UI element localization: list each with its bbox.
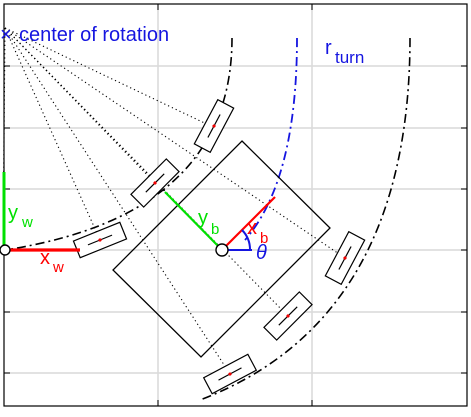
wheel-3-center: [98, 238, 102, 242]
ray-wheel-1: [4, 27, 216, 129]
body-x-axis: [221, 196, 276, 251]
axes-box: [3, 3, 468, 407]
y-w-subscript: w: [21, 214, 33, 231]
wheel-1-center: [212, 124, 216, 128]
body-y-axis: [164, 191, 223, 251]
x-b-label: x: [247, 217, 257, 239]
r-turn-label: r: [325, 37, 332, 59]
center-of-rotation-label: center of rotation: [19, 24, 169, 46]
x-w-label: x: [40, 247, 50, 269]
wheel-4: [324, 230, 366, 286]
grid: [4, 4, 467, 406]
labels: × center of rotation r turn y w x w y b …: [0, 24, 364, 276]
vehicle-body: [112, 140, 331, 358]
world-frame: [0, 172, 80, 256]
wheel-track-arcs: [4, 37, 411, 401]
wheel-6-center: [228, 372, 232, 376]
wheels: [72, 98, 366, 395]
wheel-2-center: [153, 181, 157, 185]
turn-radius-arc: [244, 37, 298, 241]
y-b-subscript: b: [211, 221, 219, 238]
world-origin: [0, 244, 11, 256]
outer-wheel-arc: [199, 37, 411, 401]
center-of-rotation-marker: ×: [0, 24, 12, 46]
ray-wheel-4: [4, 27, 346, 259]
ray-wheel-2: [4, 27, 156, 184]
ray-wheel-5: [4, 27, 289, 317]
x-b-subscript: b: [260, 230, 268, 247]
y-b-label: y: [198, 207, 208, 229]
plot-frame: [3, 3, 468, 407]
wheel-1: [193, 98, 235, 154]
theta-label: θ: [256, 242, 267, 264]
axis-ticks: [4, 4, 467, 406]
inner-wheel-arc: [4, 37, 233, 251]
ray-wheel-6: [4, 27, 231, 375]
theta-arc: [241, 229, 252, 251]
wheel-3: [72, 221, 128, 259]
x-w-subscript: w: [52, 259, 64, 276]
ray-wheel-3: [4, 27, 101, 241]
wheel-5: [263, 291, 313, 341]
wheel-6: [202, 353, 258, 395]
y-w-label: y: [8, 202, 18, 224]
body-origin: [215, 243, 229, 257]
wheel-2: [130, 158, 180, 208]
body-frame: [164, 191, 276, 257]
wheel-4-center: [343, 256, 347, 260]
r-turn-subscript: turn: [335, 48, 364, 67]
wheel-5-center: [286, 314, 290, 318]
